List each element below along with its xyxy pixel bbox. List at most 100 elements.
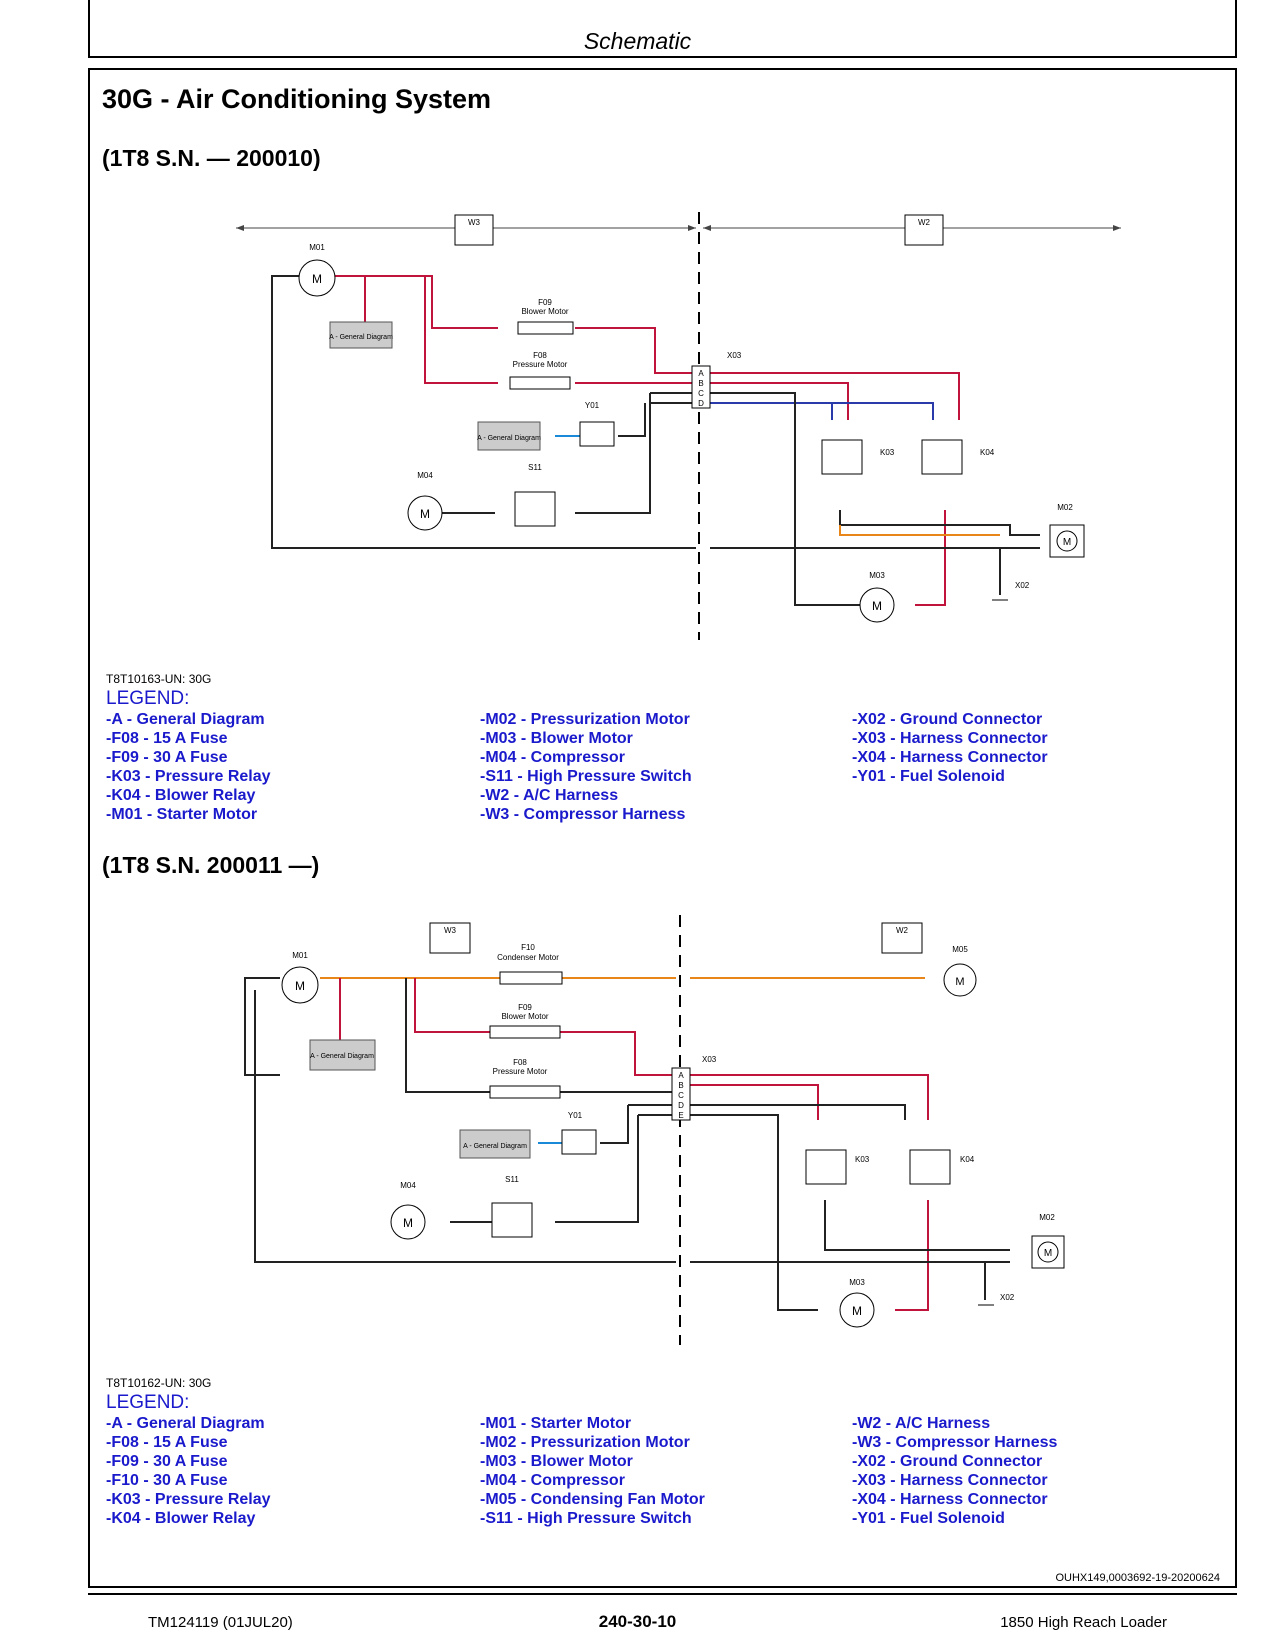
motor-glyph: M xyxy=(852,1304,862,1318)
w2-label: W2 xyxy=(918,218,931,227)
arrow-right-icon xyxy=(1113,225,1121,231)
f08-label: F08 xyxy=(533,351,547,360)
reference-code: OUHX149,0003692-19-20200624 xyxy=(1055,1572,1220,1584)
black-wire xyxy=(244,977,280,1076)
legend-item: -F09 - 30 A Fuse xyxy=(106,1453,228,1470)
legend-item: -W3 - Compressor Harness xyxy=(852,1434,1058,1451)
diagram1-legend-col-3: -X02 - Ground Connector -X03 - Harness C… xyxy=(852,710,1048,786)
m03-motor-icon xyxy=(839,1292,875,1328)
x02-label: X02 xyxy=(1000,1293,1015,1302)
header-frame xyxy=(88,0,1237,58)
page-title: 30G - Air Conditioning System xyxy=(102,84,492,114)
black-wire xyxy=(690,1114,818,1311)
k03-label: K03 xyxy=(855,1155,870,1164)
s11-label: S11 xyxy=(528,463,542,472)
general-diagram-box xyxy=(329,321,393,349)
m01-label: M01 xyxy=(309,243,325,252)
k04-relay-icon xyxy=(909,1149,951,1185)
red-wire xyxy=(690,1084,819,1120)
diagram2-legend-col-3: -W2 - A/C Harness -W3 - Compressor Harne… xyxy=(852,1414,1057,1528)
s11-switch-icon xyxy=(514,491,556,527)
m04-label: M04 xyxy=(417,471,433,480)
w3-label: W3 xyxy=(444,926,457,935)
legend-item: -W2 - A/C Harness xyxy=(480,787,619,804)
motor-glyph: M xyxy=(955,976,964,988)
y01-solenoid-icon xyxy=(579,421,615,447)
x02-label: X02 xyxy=(1015,581,1030,590)
f08-fuse-icon xyxy=(509,376,571,390)
diagram1-legend-col-2: -M02 - Pressurization Motor -M03 - Blowe… xyxy=(480,710,692,824)
legend-item: -F10 - 30 A Fuse xyxy=(106,1472,228,1489)
pin-c: C xyxy=(698,389,704,398)
black-wire xyxy=(254,990,676,1263)
k03-relay-icon xyxy=(805,1149,847,1185)
black-wire xyxy=(575,393,651,514)
s11-label: S11 xyxy=(505,1175,519,1184)
m01-motor-icon xyxy=(298,259,336,297)
m01-motor-icon xyxy=(281,966,319,1004)
m04-motor-icon xyxy=(407,495,443,531)
red-wire xyxy=(424,276,498,384)
motor-glyph: M xyxy=(1063,537,1071,548)
legend-item: -Y01 - Fuel Solenoid xyxy=(852,768,1005,785)
general-diagram-label: A - General Diagram xyxy=(477,435,541,442)
m04-motor-icon xyxy=(390,1204,426,1240)
red-wire xyxy=(414,978,490,1033)
red-wire xyxy=(560,1031,672,1076)
footer-page-number: 240-30-10 xyxy=(598,1612,677,1631)
f10-label: F10 xyxy=(521,943,535,952)
red-wire xyxy=(330,275,498,329)
f09-label: F09 xyxy=(518,1003,532,1012)
black-wire xyxy=(600,1105,629,1144)
legend-item: -M05 - Condensing Fan Motor xyxy=(480,1491,705,1508)
y01-label: Y01 xyxy=(585,401,600,410)
legend-item: -X04 - Harness Connector xyxy=(852,1491,1048,1508)
diagram1-legend-col-1: -A - General Diagram -F08 - 15 A Fuse -F… xyxy=(106,710,271,824)
general-diagram-label: A - General Diagram xyxy=(310,1053,374,1060)
black-wire xyxy=(824,1200,1010,1251)
pin-d: D xyxy=(698,399,704,408)
content-frame xyxy=(88,68,1237,1588)
diagram2-subtitle: (1T8 S.N. 200011 —) xyxy=(102,852,320,878)
w2-box xyxy=(904,214,944,246)
legend-item: -X04 - Harness Connector xyxy=(852,749,1048,766)
f08-sub: Pressure Motor xyxy=(513,360,568,369)
black-wire xyxy=(271,275,696,549)
legend-item: -A - General Diagram xyxy=(106,1415,265,1432)
x03-label: X03 xyxy=(702,1055,717,1064)
pin-d: D xyxy=(678,1101,684,1110)
arrow-left-icon xyxy=(703,225,711,231)
pin-b: B xyxy=(698,379,703,388)
red-wire xyxy=(710,372,960,420)
motor-glyph: M xyxy=(403,1216,413,1230)
m01-label: M01 xyxy=(292,951,308,960)
w3-box xyxy=(454,214,494,246)
motor-glyph: M xyxy=(1044,1248,1052,1259)
legend-item: -F09 - 30 A Fuse xyxy=(106,749,228,766)
k04-label: K04 xyxy=(960,1155,975,1164)
general-diagram-label: A - General Diagram xyxy=(329,334,393,341)
legend-item: -K04 - Blower Relay xyxy=(106,1510,256,1527)
arrow-left-icon xyxy=(236,225,244,231)
f08-label: F08 xyxy=(513,1058,527,1067)
black-wire xyxy=(405,978,490,1093)
f09-fuse-icon xyxy=(489,1025,561,1039)
k04-label: K04 xyxy=(980,448,995,457)
general-diagram-label: A - General Diagram xyxy=(463,1143,527,1150)
motor-glyph: M xyxy=(872,599,882,613)
legend-item: -X03 - Harness Connector xyxy=(852,1472,1048,1489)
m05-motor-icon xyxy=(943,963,977,997)
legend-item: -M01 - Starter Motor xyxy=(106,806,258,823)
x03-connector xyxy=(691,365,711,409)
general-diagram-box xyxy=(309,1039,376,1071)
k04-relay-icon xyxy=(921,439,963,475)
footer-model: 1850 High Reach Loader xyxy=(1000,1614,1167,1631)
legend-item: -W3 - Compressor Harness xyxy=(480,806,686,823)
red-wire xyxy=(690,1074,929,1120)
motor-glyph: M xyxy=(312,272,322,286)
diagram1-subtitle: (1T8 S.N. — 200010) xyxy=(102,145,321,171)
w2-label: W2 xyxy=(896,926,909,935)
black-wire xyxy=(690,1104,906,1120)
diagram2-legend-title: LEGEND: xyxy=(106,1392,190,1413)
pin-a: A xyxy=(678,1071,684,1080)
